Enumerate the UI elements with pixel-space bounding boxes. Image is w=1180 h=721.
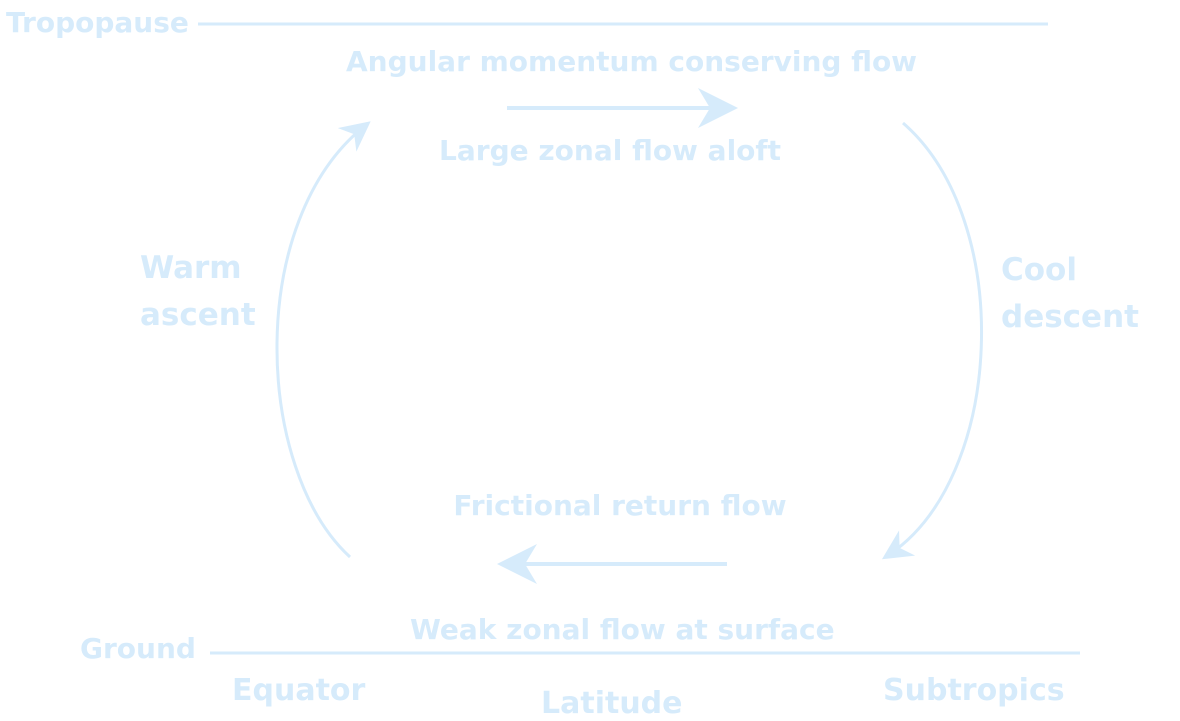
return-flow-label: Frictional return flow [453, 489, 787, 522]
subtropics-label: Subtropics [883, 673, 1065, 708]
ground-label: Ground [80, 632, 196, 665]
warm-ascent-line2: ascent [140, 297, 256, 333]
equator-label: Equator [232, 673, 366, 708]
descent-arrow [881, 121, 983, 560]
cool-descent-line2: descent [1001, 299, 1139, 335]
aloft-top-label: Angular momentum conserving flow [346, 45, 918, 78]
tropopause-label: Tropopause [6, 6, 189, 39]
cool-descent-line1: Cool [1001, 252, 1077, 288]
warm-ascent-line1: Warm [140, 250, 242, 286]
ascent-arrow [275, 121, 371, 559]
aloft-bottom-label: Large zonal flow aloft [439, 134, 781, 167]
latitude-label: Latitude [541, 686, 683, 721]
surface-flow-label: Weak zonal flow at surface [410, 613, 835, 646]
